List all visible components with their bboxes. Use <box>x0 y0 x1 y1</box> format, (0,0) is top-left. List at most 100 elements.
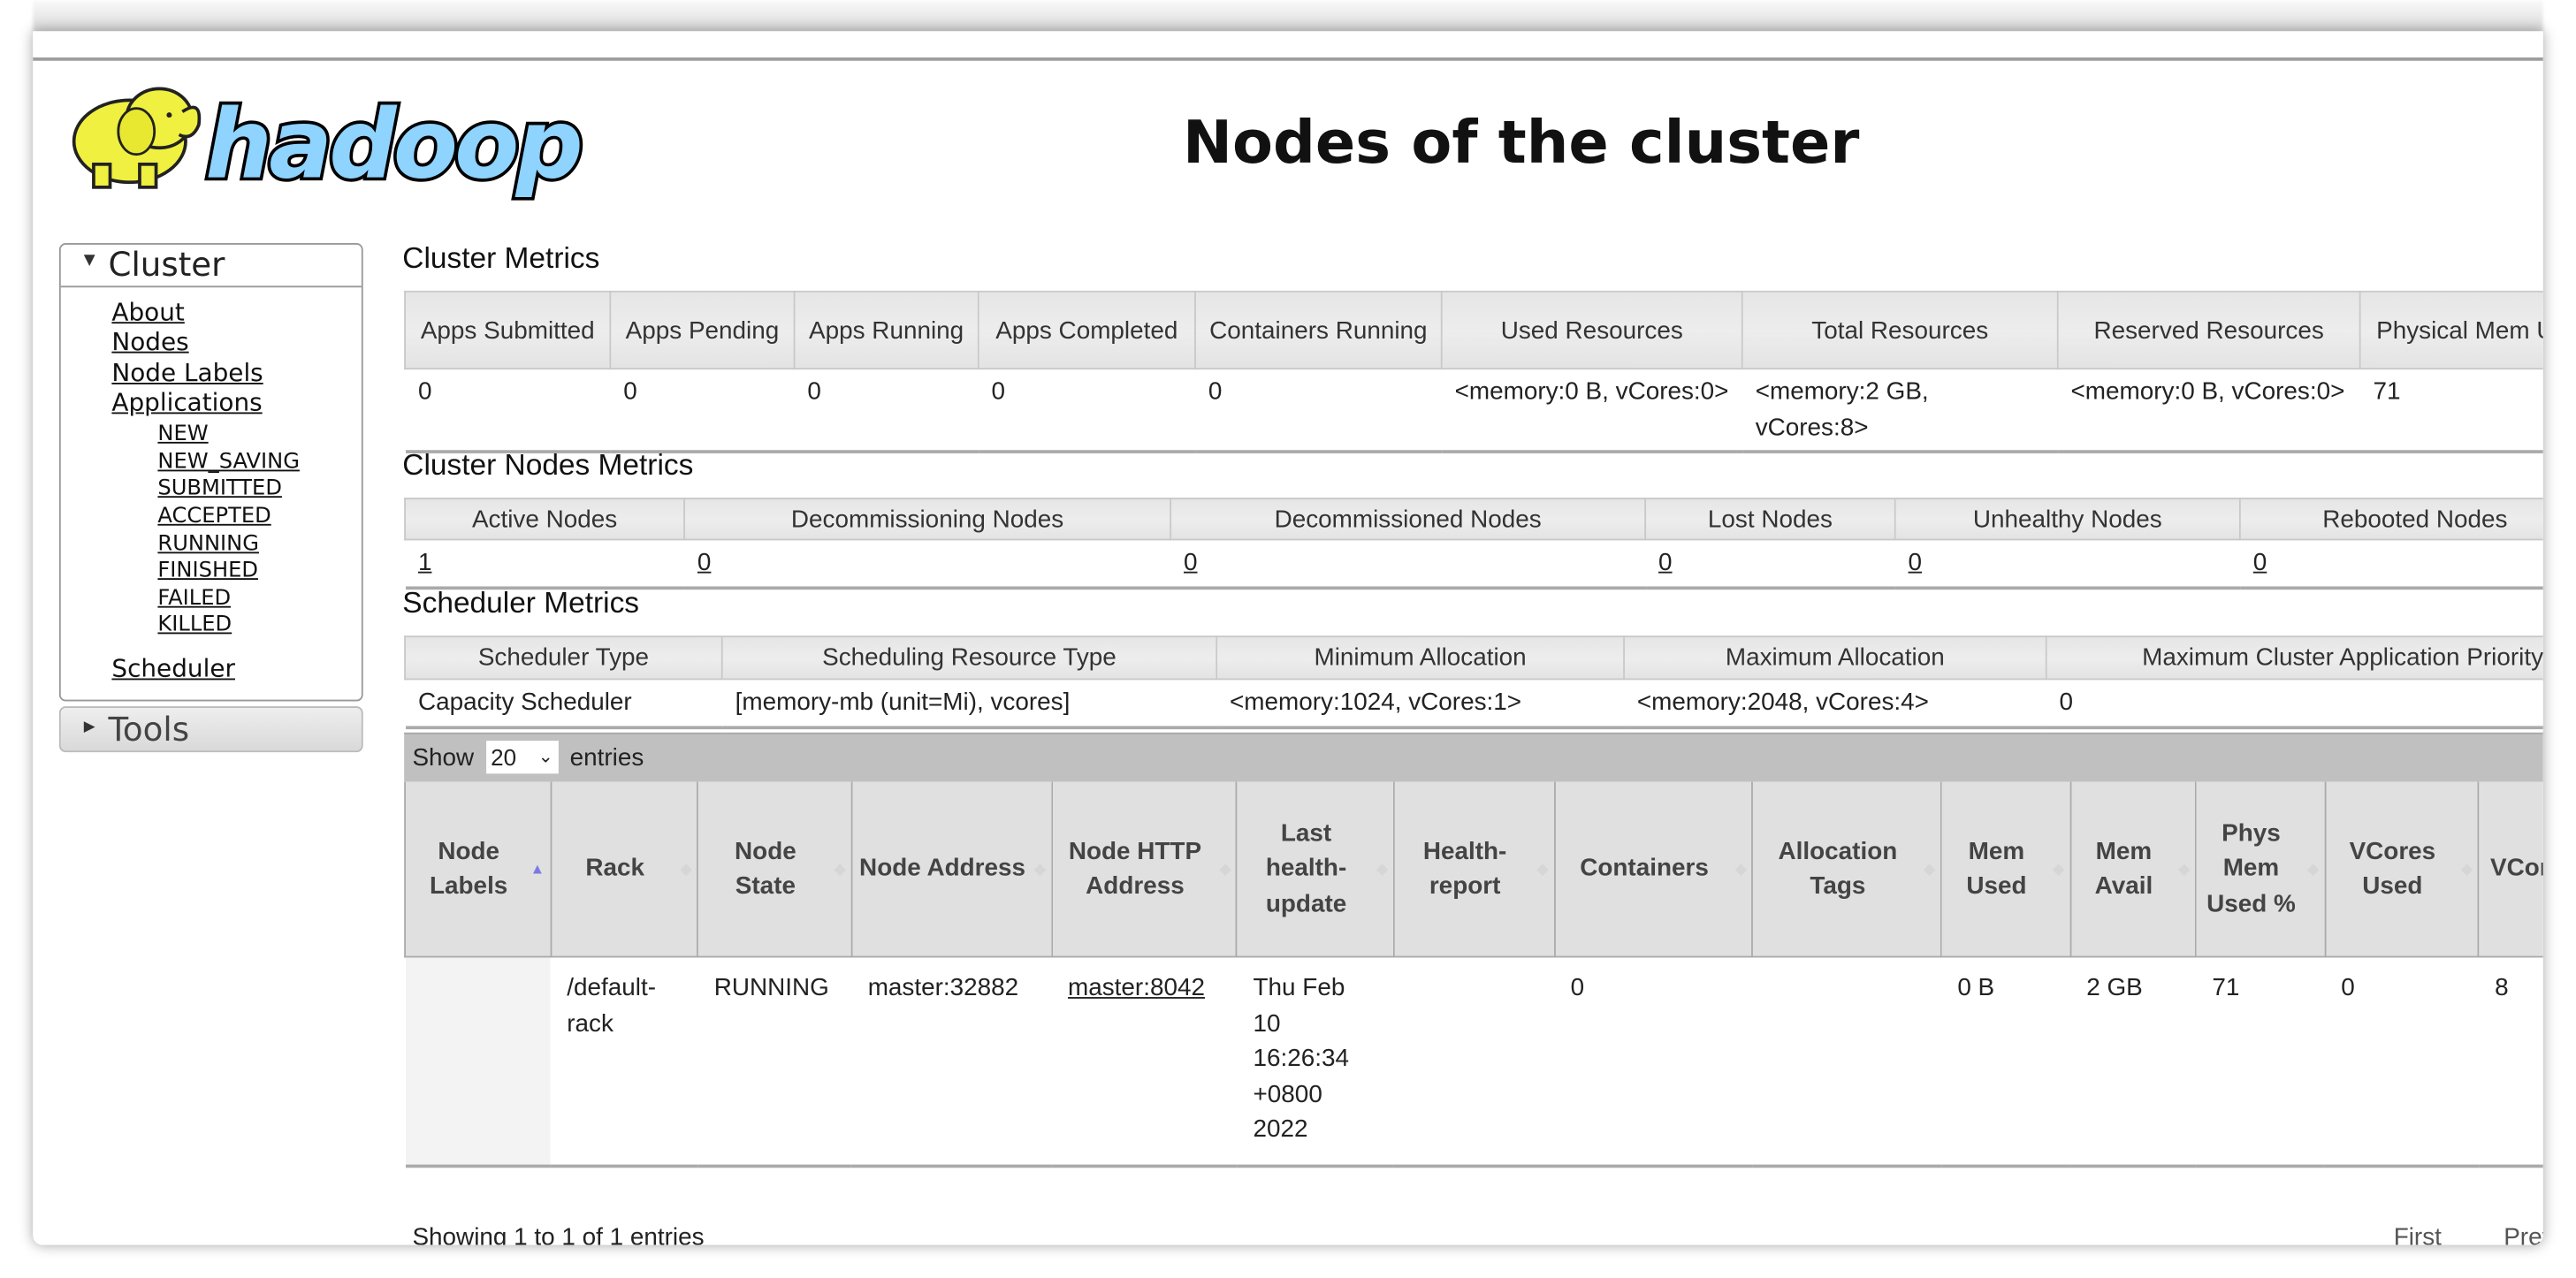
app-state-killed[interactable]: KILLED <box>157 612 232 638</box>
cluster-panel: ▼Cluster About Nodes Node Labels Applica… <box>58 243 363 702</box>
column-header-scheduler-type: Scheduler Type <box>404 635 723 681</box>
link-decommissioning-nodes[interactable]: 0 <box>697 548 712 577</box>
column-header-node-address[interactable]: Node Address◆ <box>850 781 1053 958</box>
column-header-label: Apps Completed <box>995 316 1178 345</box>
cell-value: <memory:0 B, vCores:0> <box>1454 377 1729 407</box>
column-header-mem-avail[interactable]: Mem Avail◆ <box>2069 781 2197 958</box>
column-header-vcores-avail[interactable]: VCores Avail◆ <box>2477 781 2543 958</box>
header-row: Node Labels▲Rack◆Node State◆Node Address… <box>404 781 2543 958</box>
column-header-rack[interactable]: Rack ◆ <box>549 781 699 958</box>
cell-value: 71 <box>2373 377 2401 407</box>
column-header-label: Total Resources <box>1811 316 1989 345</box>
sort-icon: ◆ <box>2461 860 2473 878</box>
page-title: Nodes of the cluster <box>1183 110 1860 178</box>
browser-window: hadoop Nodes of the cluster ▼Cluster Abo… <box>33 31 2543 1245</box>
app-state-finished[interactable]: FINISHED <box>157 559 259 584</box>
column-header-vcores-used[interactable]: VCores Used ◆ <box>2323 781 2480 958</box>
app-state-new[interactable]: NEW <box>157 422 209 447</box>
cell-node-labels <box>405 956 551 1167</box>
sidebar-link-scheduler[interactable]: Scheduler <box>111 653 235 683</box>
column-header-maximum-cluster-application-priority: Maximum Cluster Application Priority <box>2045 635 2543 681</box>
sort-icon: ◆ <box>1924 860 1936 878</box>
column-header-minimum-allocation: Minimum Allocation <box>1216 635 1625 681</box>
pager-first[interactable]: First <box>2393 1223 2442 1245</box>
link-decommissioned-nodes[interactable]: 0 <box>1183 548 1198 577</box>
cell-used-resources: <memory:0 B, vCores:0> <box>1442 369 1742 452</box>
sort-icon: ◆ <box>1376 860 1389 878</box>
column-header-label: Phys Mem Used % <box>2206 818 2296 918</box>
column-header-label: Rebooted Nodes <box>2322 505 2508 534</box>
cell-minimum-allocation: <memory:1024, vCores:1> <box>1216 679 1624 726</box>
column-header-health-report[interactable]: Health-report◆ <box>1392 781 1555 958</box>
link-lost-nodes[interactable]: 0 <box>1658 548 1673 577</box>
sidebar-link-applications[interactable]: Applications <box>111 387 263 417</box>
hadoop-logo: hadoop <box>72 87 586 201</box>
cell-value: Thu Feb 10 16:26:34 +0800 2022 <box>1253 974 1350 1144</box>
sidebar-link-nodes[interactable]: Nodes <box>111 327 189 357</box>
entries-label: entries <box>569 743 644 772</box>
cell-apps-completed: 0 <box>979 369 1195 452</box>
column-header-label: Scheduler Type <box>477 643 650 673</box>
column-header-reserved-resources: Reserved Resources <box>2056 290 2361 370</box>
column-header-apps-running: Apps Running <box>793 290 979 370</box>
svg-text:hadoop: hadoop <box>205 90 580 201</box>
column-header-total-resources: Total Resources <box>1741 290 2059 370</box>
column-header-last-health-update[interactable]: Last health-update ◆ <box>1236 781 1395 958</box>
column-header-lost-nodes: Lost Nodes <box>1644 498 1896 541</box>
link-rebooted-nodes[interactable]: 0 <box>2252 548 2267 577</box>
cell-decommissioning-nodes: 0 <box>684 539 1170 587</box>
app-state-accepted[interactable]: ACCEPTED <box>157 504 271 529</box>
column-header-node-http-address[interactable]: Node HTTP Address◆ <box>1050 781 1238 958</box>
app-state-submitted[interactable]: SUBMITTED <box>157 476 282 502</box>
cell-scheduling-resource-type: [memory-mb (unit=Mi), vcores] <box>722 679 1216 726</box>
cell-value: 2 GB <box>2086 974 2143 1002</box>
column-header-mem-used[interactable]: Mem Used◆ <box>1940 781 2071 958</box>
column-header-label: Node State <box>735 836 796 901</box>
cell-value: 0 <box>623 377 637 407</box>
column-header-scheduling-resource-type: Scheduling Resource Type <box>720 635 1218 681</box>
sort-icon: ◆ <box>2053 860 2065 878</box>
cell-reserved-resources: <memory:0 B, vCores:0> <box>2058 369 2360 452</box>
column-header-label: Rack <box>585 854 645 883</box>
page-size-select[interactable]: 20⌄ <box>485 741 559 774</box>
table-info: Showing 1 to 1 of 1 entries <box>412 1223 705 1245</box>
cell-node-address: master:32882 <box>851 957 1051 1167</box>
cell-value: Capacity Scheduler <box>417 688 632 717</box>
app-state-failed[interactable]: FAILED <box>157 585 232 611</box>
link-node-http-address[interactable]: master:8042 <box>1068 974 1205 1002</box>
cell-value: /default-rack <box>567 974 656 1038</box>
link-unhealthy-nodes[interactable]: 0 <box>1908 548 1923 577</box>
tools-panel-header[interactable]: ▶Tools <box>58 706 363 753</box>
cluster-panel-header[interactable]: ▼Cluster <box>60 245 362 288</box>
column-header-label: Scheduling Resource Type <box>822 643 1117 673</box>
cell-value: 0 B <box>1957 974 1995 1002</box>
cell-value: 0 <box>2059 688 2074 717</box>
cell-scheduler-type: Capacity Scheduler <box>405 679 722 726</box>
cluster-nodes-metrics-title: Cluster Nodes Metrics <box>402 448 694 482</box>
app-state-running[interactable]: RUNNING <box>157 531 259 557</box>
sort-icon: ◆ <box>1219 860 1231 878</box>
caret-right-icon: ▶ <box>83 719 95 736</box>
divider <box>33 57 2543 61</box>
app-state-new-saving[interactable]: NEW_SAVING <box>157 449 300 475</box>
sidebar-link-node-labels[interactable]: Node Labels <box>111 357 263 387</box>
cell-rebooted-nodes: 0 <box>2240 539 2543 587</box>
link-active-nodes[interactable]: 1 <box>417 548 432 577</box>
column-header-containers[interactable]: Containers◆ <box>1553 781 1754 958</box>
column-header-label: Maximum Allocation <box>1725 643 1945 673</box>
column-header-allocation-tags[interactable]: Allocation Tags◆ <box>1751 781 1942 958</box>
sort-icon: ◆ <box>680 860 692 878</box>
column-header-phys-mem-used[interactable]: Phys Mem Used %◆ <box>2194 781 2326 958</box>
column-header-label: Node Labels <box>430 836 508 901</box>
table-length-bar: Show 20⌄ entries <box>404 732 2543 782</box>
scheduler-metrics-table: Scheduler Type Scheduling Resource Type Mi… <box>404 635 2543 729</box>
sidebar-link-about[interactable]: About <box>111 297 185 327</box>
cell-value: <memory:0 B, vCores:0> <box>2070 377 2345 407</box>
column-header-label: VCores Used <box>2349 836 2436 901</box>
column-header-label: Last health-update <box>1265 818 1347 918</box>
pager-previous[interactable]: Previous <box>2504 1223 2543 1245</box>
column-header-node-state[interactable]: Node State◆ <box>697 781 853 958</box>
column-header-node-labels[interactable]: Node Labels▲ <box>404 781 552 958</box>
